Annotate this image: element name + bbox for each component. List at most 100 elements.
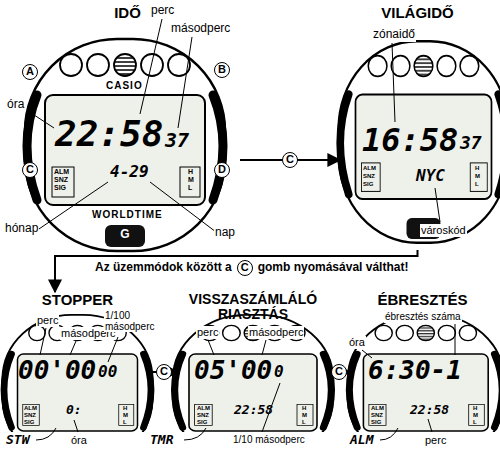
display-digits: 0: [66,403,82,416]
display-indicator: ALM [363,165,376,172]
note-text: Az üzemmódok között a [95,261,232,275]
display-indicator: ALM [24,405,37,412]
leader-line [380,428,398,440]
button-letter: C [237,260,253,276]
display-indicator: H [475,165,479,172]
callout-label: ébresztés száma [384,311,462,323]
button-letter: C [156,364,172,380]
button-letter: B [214,62,230,78]
leader-line [36,428,56,440]
watch-lower [3,315,500,432]
watch-alarm [348,315,500,432]
display-indicator: M [473,412,478,419]
display-digits: NYC [416,168,445,184]
display-indicator: L [473,419,477,426]
watch-stopwatch [3,315,153,432]
display-indicator: L [302,419,306,426]
display-indicator: M [188,176,194,184]
leader-line [178,37,192,128]
display-digits: 37 [460,134,482,152]
mode-heading: VISSZASZÁMLÁLÓ RIASZTÁS [178,292,328,321]
callout-label: óra [348,336,366,349]
display-indicator: H [188,168,193,176]
display-indicator: H [302,405,306,412]
display-digits: 22:58 [55,116,163,152]
display-indicator: SIG [54,184,66,192]
display-indicator: M [123,412,128,419]
callout-label: hónap [4,222,39,236]
button-letter: D [214,162,230,178]
display-indicator: SNZ [54,176,68,184]
button-letter: G [117,228,133,242]
display-digits: 16:58 [362,124,458,156]
callout-label: perc [150,4,175,18]
callout-label: másodperc [170,22,231,36]
callout-label: városkód [420,224,467,237]
mode-heading: STOPPER [5,292,150,308]
leader-line [40,328,46,355]
leader-line [208,340,214,355]
display-indicator: M [302,412,307,419]
callout-label: perc [424,434,447,447]
display-digits: 22:58 [234,403,273,416]
mode-heading: ÉBRESZTÉS [350,292,495,308]
display-digits: 37 [165,130,189,150]
watch-time [25,39,225,251]
leader-line [428,419,432,432]
brand-text: CASIO [106,80,143,92]
mode-heading: IDŐ [15,5,240,21]
brand-text: WORLDTIME [92,209,163,221]
display-indicator: H [123,405,127,412]
mode-code: ALM [350,433,373,448]
display-digits: 22:58 [410,403,449,416]
button-letter: C [282,152,298,168]
display-digits: 00'00 [18,357,96,383]
display-indicator: SNZ [24,412,36,419]
leader-line [150,182,216,232]
leader-line [435,188,440,222]
display-indicator: SNZ [197,412,209,419]
mode-code: STW [6,433,29,448]
callout-label: perc [36,314,59,327]
callout-label: 1/10 másodperc [232,434,306,446]
button-letter: C [22,162,38,178]
display-indicator: ALM [197,405,210,412]
display-digits: 05'00 [194,357,272,383]
leader-line [108,337,118,362]
callout-label: zónaidő [372,28,416,42]
mode-heading: VILÁGIDŐ [340,5,495,21]
watch-timer [173,315,333,432]
display-indicator: SIG [371,419,381,426]
callout-label: perc [196,326,219,339]
display-indicator: SIG [363,181,373,188]
display-indicator: H [473,405,477,412]
callout-label: nap [214,226,236,240]
leader-line [140,19,162,114]
display-digits: 6:30-1 [368,357,462,383]
leader-line [262,340,266,355]
display-indicator: SIG [24,419,34,426]
display-indicator: SNZ [363,173,375,180]
leader-line [184,428,206,440]
note-text: gomb nyomásával válthat! [258,261,409,275]
display-indicator: ALM [371,405,384,412]
callout-label: másodperc [248,326,304,339]
display-indicator: M [475,173,480,180]
mode-arrow [55,250,418,292]
display-indicator: SNZ [371,412,383,419]
display-digits: 0 [274,364,284,380]
leader-line [36,182,108,231]
leader-line [74,420,78,432]
button-letter: A [22,64,38,80]
display-indicator: SIG [197,419,207,426]
display-indicator: ALM [54,168,69,176]
watch-worldtime [339,41,500,242]
button-letter: C [331,364,347,380]
display-indicator: L [123,419,127,426]
leader-line [392,43,395,122]
leader-line [28,111,54,128]
callout-label: óra [70,434,88,447]
leader-line [455,324,456,355]
leader-line [70,341,76,355]
mode-code: TMR [150,433,173,448]
